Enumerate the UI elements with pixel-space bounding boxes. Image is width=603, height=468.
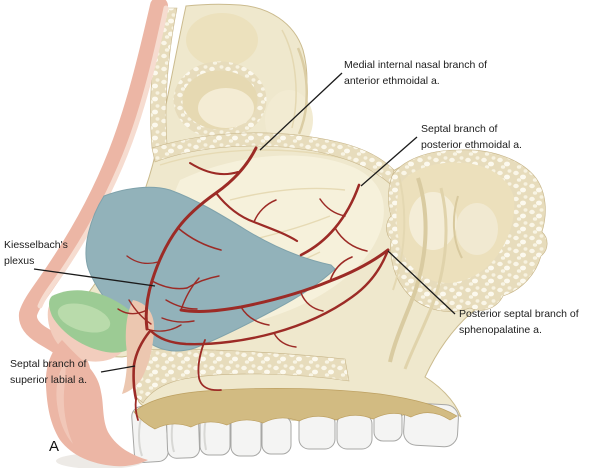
- nasopalatine-branch: [197, 339, 222, 392]
- label-posterior-ethmoidal: Septal branch of posterior ethmoidal a.: [421, 123, 522, 151]
- skin-inner-highlight: [37, 5, 169, 309]
- leader-posterior-ethmoidal: [360, 136, 418, 187]
- leader-superior-labial: [100, 365, 136, 373]
- sphenoid-lobe-right: [456, 203, 498, 255]
- label-anterior-ethmoidal: Medial internal nasal branch of anterior…: [344, 59, 488, 87]
- leader-kiesselbach: [33, 268, 156, 287]
- posterior-wall-folds: [388, 171, 448, 370]
- leader-lines: [33, 72, 456, 373]
- label-kiesselbach-plexus: Kiesselbach's plexus: [4, 239, 68, 267]
- maxilla-gum: [133, 388, 458, 430]
- sphenoid-lobe-left: [409, 192, 457, 250]
- label-sphenopalatine: Posterior septal branch of sphenopalatin…: [459, 308, 579, 336]
- upper-lip: [45, 340, 148, 467]
- leader-sphenopalatine: [387, 250, 456, 315]
- frontal-sinus-highlight: [198, 88, 254, 128]
- label-superior-labial: Septal branch of superior labial a.: [10, 358, 88, 386]
- frontal-shading: [296, 47, 308, 135]
- panel-letter: A: [49, 438, 60, 455]
- leader-anterior-ethmoidal: [259, 72, 343, 151]
- tooth: [336, 413, 373, 450]
- superior-labial-artery: [132, 329, 152, 401]
- sphenoid-shading: [452, 195, 463, 259]
- sphenopalatine-artery: [179, 248, 390, 313]
- vestibule-green-highlight: [57, 303, 111, 333]
- frontal-upper-bulge: [186, 13, 258, 67]
- lip-highlight: [56, 360, 73, 444]
- arteries: [117, 146, 390, 421]
